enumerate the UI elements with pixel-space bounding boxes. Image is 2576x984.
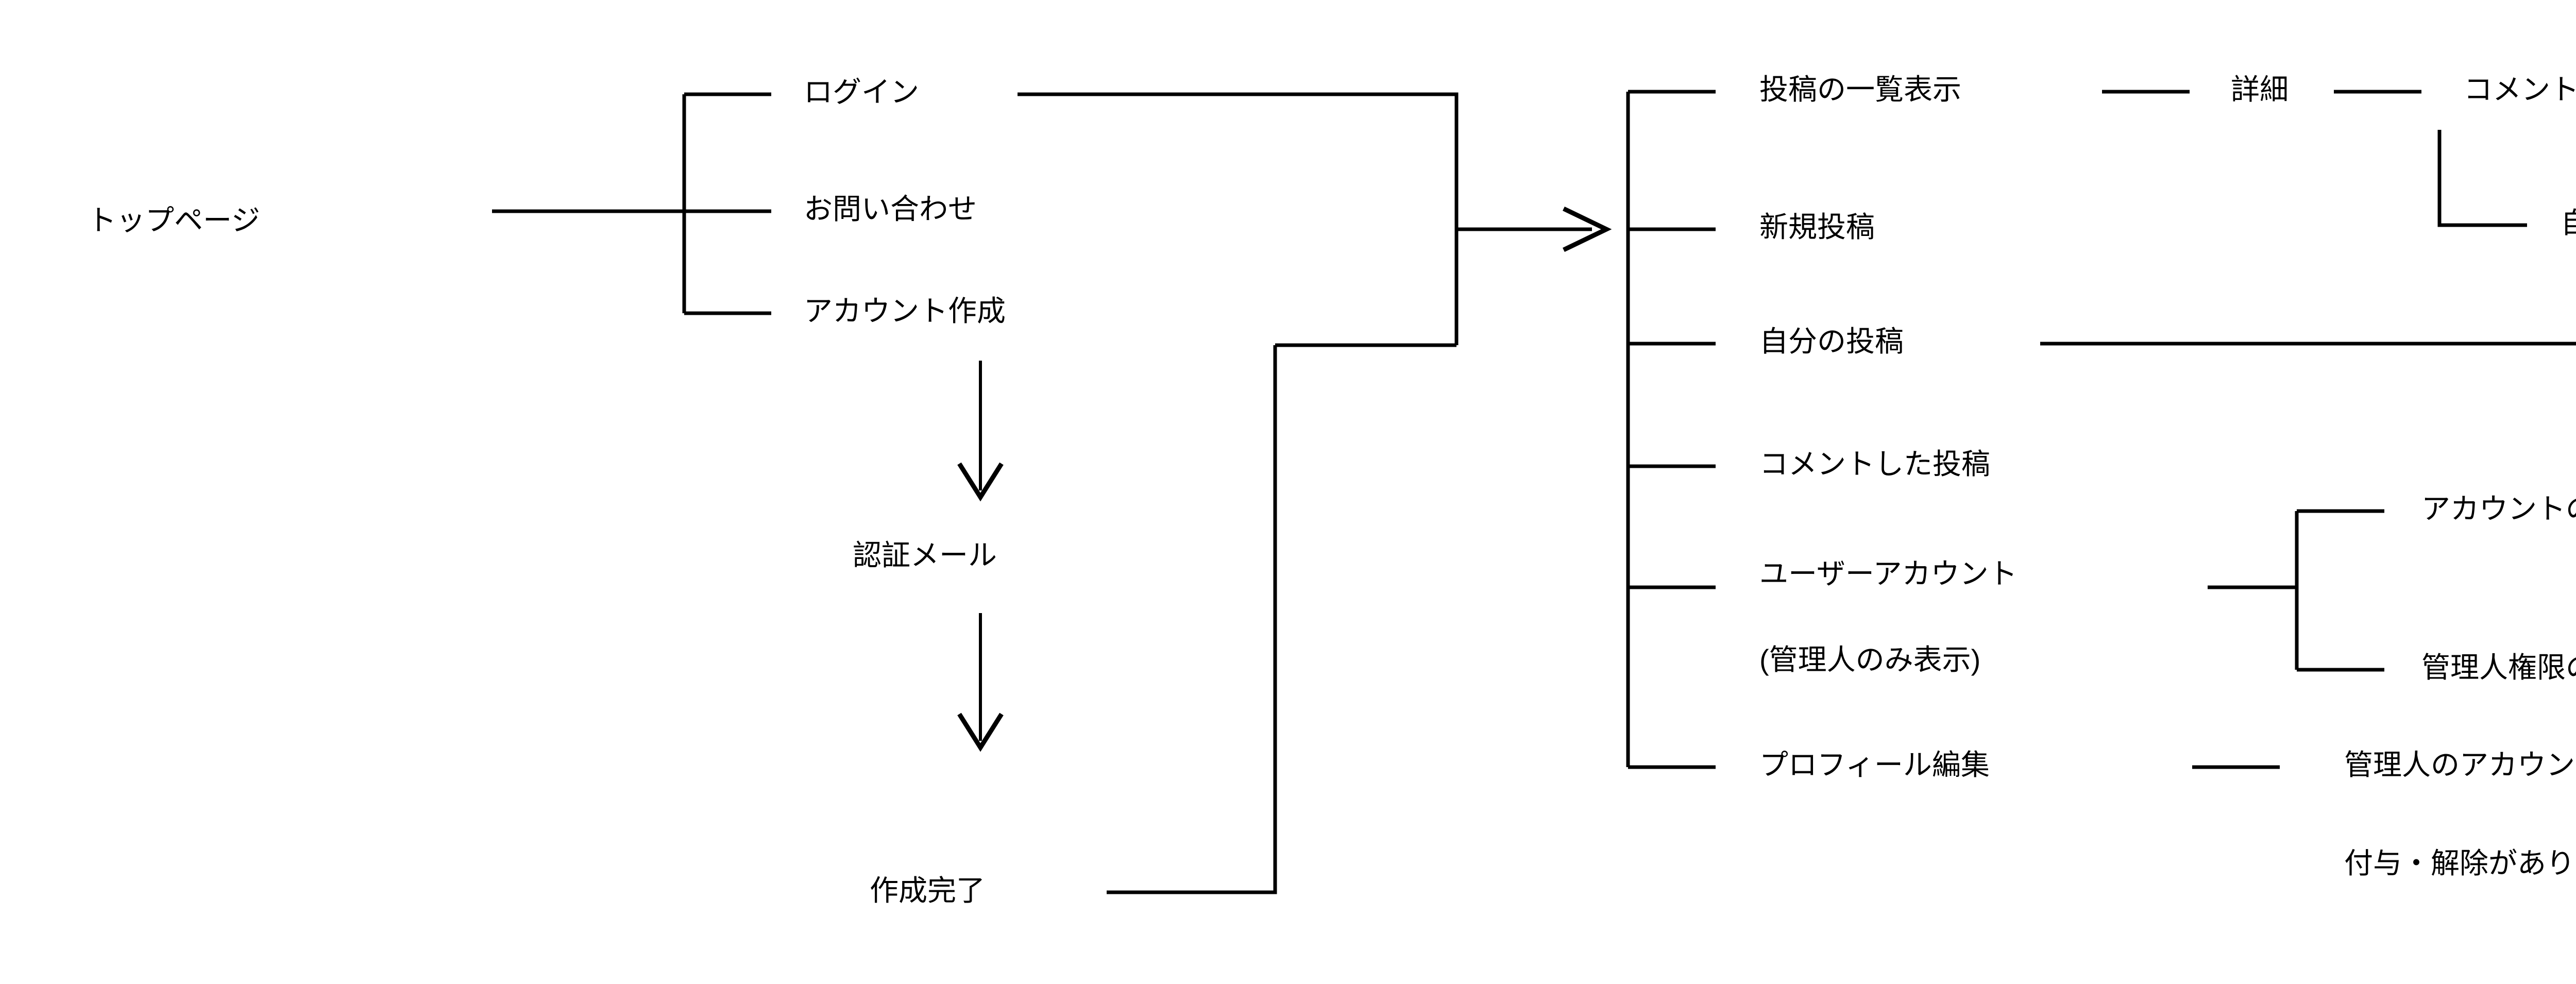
node-detail: 詳細	[2231, 73, 2289, 106]
arrow-right-to-main-icon	[1563, 206, 1612, 252]
node-verify-mail: 認証メール	[853, 539, 997, 571]
node-new-post: 新規投稿	[1759, 211, 1875, 243]
node-own-post-case: 自分の投稿の場合	[2561, 207, 2576, 239]
node-commented-posts: コメントした投稿	[1759, 448, 1990, 480]
node-profile-note-line2: 付与・解除があり	[2344, 847, 2575, 879]
node-post-list: 投稿の一覧表示	[1759, 73, 1961, 106]
edge-login-to-merge	[1018, 92, 1459, 345]
node-delete-account: アカウントの削除	[2421, 493, 2576, 525]
node-profile-note-line1: 管理人のアカウントは管理人権限の	[2344, 749, 2576, 781]
arrow-down-to-verify-icon	[957, 462, 1004, 502]
node-create-complete: 作成完了	[870, 874, 985, 907]
node-user-account-note: (管理人のみ表示)	[1759, 643, 1980, 676]
node-profile-edit: プロフィール編集	[1759, 749, 1990, 781]
node-comment: コメント	[2464, 73, 2576, 106]
arrow-down-to-complete-icon	[957, 712, 1004, 752]
node-create-account: アカウント作成	[804, 295, 1006, 327]
node-admin-role-toggle: 管理人権限の付与・解除	[2421, 651, 2576, 684]
edge-comment-to-own-post-case	[2437, 130, 2527, 227]
edge-complete-to-merge	[1107, 345, 1277, 894]
node-user-account: ユーザーアカウント	[1759, 557, 2018, 590]
node-contact: お問い合わせ	[804, 193, 977, 225]
node-my-posts: 自分の投稿	[1759, 325, 1904, 358]
node-login: ログイン	[804, 76, 919, 108]
node-top-page: トップページ	[88, 204, 260, 236]
